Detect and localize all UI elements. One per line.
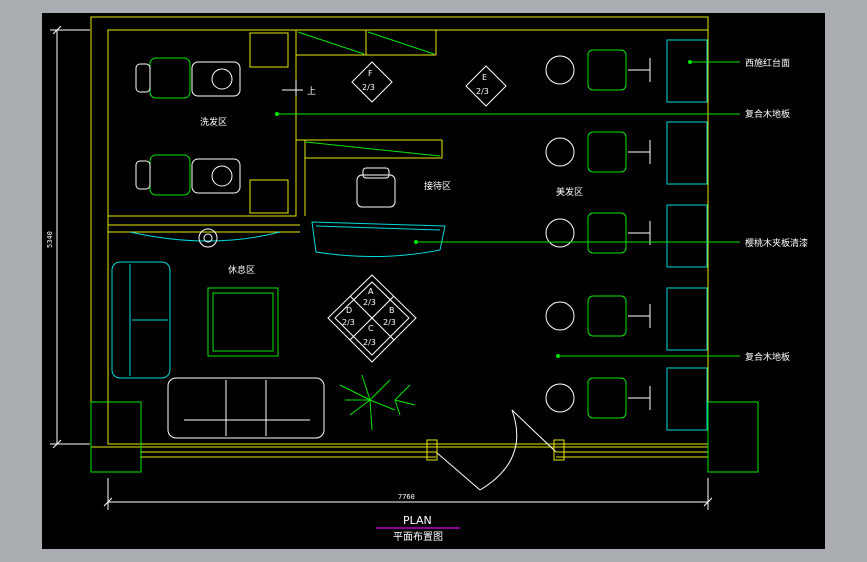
tile-marker-center: A 2/3 D 2/3 B 2/3 C 2/3: [327, 274, 417, 363]
dimension-width: 7760: [103, 478, 713, 510]
stair-up-marker: 上: [282, 80, 316, 97]
dimension-height: 5340: [46, 25, 90, 449]
zone-styling-label: 美发区: [556, 186, 583, 198]
styling-station-5: [545, 367, 708, 431]
tile-marker-F: F 2/3: [351, 61, 393, 103]
tile-B-code: 2/3: [383, 318, 396, 327]
reception-chair: [356, 167, 396, 208]
wash-chair-bottom: [135, 154, 241, 196]
styling-station-3: [545, 204, 708, 268]
tile-E-label: E: [482, 73, 487, 82]
storefront: [90, 401, 759, 473]
zone-wash-label: 洗发区: [200, 116, 227, 128]
styling-station-4: [545, 287, 708, 351]
zone-reception-label: 接待区: [424, 180, 451, 192]
callout-countertop-text: 西施红台面: [745, 57, 790, 69]
styling-station-1: [545, 39, 708, 103]
lounge-sofa-side: [111, 261, 171, 379]
tile-F-code: 2/3: [362, 83, 375, 92]
tile-C-code: 2/3: [363, 338, 376, 347]
tile-A-code: 2/3: [363, 298, 376, 307]
callout-floor-1: 复合木地板: [275, 108, 790, 120]
reception-desk: [311, 221, 446, 258]
floor-plan: F 2/3 E 2/3 A 2/3 D 2/3 B 2/3 C 2/3 洗发区 …: [46, 16, 808, 543]
tile-D-label: D: [346, 306, 352, 315]
title-cn: 平面布置图: [393, 531, 443, 543]
title-en: PLAN: [403, 514, 432, 527]
entry-door: [435, 409, 557, 491]
tile-A-label: A: [368, 287, 374, 296]
wash-chair-top: [135, 57, 241, 99]
tile-E-code: 2/3: [476, 87, 489, 96]
drawing-canvas: F 2/3 E 2/3 A 2/3 D 2/3 B 2/3 C 2/3 洗发区 …: [42, 13, 825, 549]
tile-C-label: C: [368, 324, 374, 333]
callout-floor-1-text: 复合木地板: [745, 108, 790, 120]
callout-cherry-veneer: 樱桃木夹板清漆: [414, 237, 808, 249]
lounge-sofa-long: [167, 377, 325, 439]
tile-marker-E: E 2/3: [465, 65, 507, 107]
callout-cherry-veneer-text: 樱桃木夹板清漆: [745, 237, 808, 249]
dimension-height-text: 5340: [46, 231, 54, 248]
up-arrow-label: 上: [307, 86, 316, 97]
callout-floor-2-text: 复合木地板: [745, 351, 790, 363]
coffee-table: [207, 287, 279, 357]
styling-stations: [545, 39, 708, 431]
drawing-title: PLAN 平面布置图: [376, 514, 460, 543]
dimension-width-text: 7760: [398, 493, 415, 501]
callout-countertop: 西施红台面: [688, 57, 790, 69]
reception-walls: [108, 139, 443, 242]
zone-lounge-label: 休息区: [228, 264, 255, 276]
tile-D-code: 2/3: [342, 318, 355, 327]
tile-B-label: B: [389, 306, 395, 315]
callout-floor-2: 复合木地板: [556, 351, 790, 363]
plant-large: [339, 374, 416, 431]
tile-F-label: F: [368, 69, 373, 78]
styling-station-2: [545, 121, 708, 185]
wash-area-walls: [107, 29, 437, 217]
plant-small: [198, 228, 218, 248]
